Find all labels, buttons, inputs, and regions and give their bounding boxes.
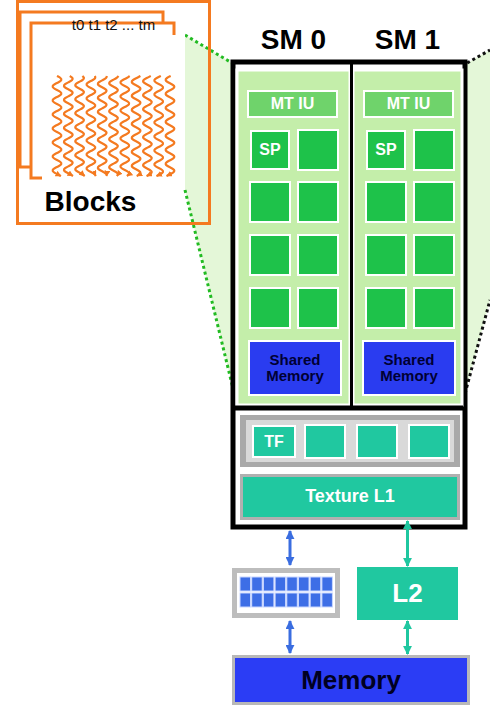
texture-filter-square <box>357 425 397 458</box>
zoom-line <box>185 35 237 66</box>
thread-arrow <box>87 76 96 176</box>
box-label: SP <box>259 141 280 159</box>
texture-cache-box: Texture L1 <box>240 474 460 520</box>
framebuffer-box <box>232 568 340 618</box>
box-label: MT IU <box>271 95 315 113</box>
core-squares <box>250 130 454 328</box>
grid-cell <box>287 593 298 607</box>
core-square <box>414 182 454 222</box>
connector-arrow <box>406 621 409 654</box>
box-label: MT IU <box>387 95 431 113</box>
heading-label: Blocks <box>0 187 202 218</box>
core-square <box>298 130 338 170</box>
framebuffer-inner <box>237 573 335 613</box>
thread-arrow <box>98 76 107 176</box>
core-square <box>250 235 290 275</box>
grid-cell <box>252 593 263 607</box>
sp-core: SP <box>366 130 406 170</box>
sp-core: SP <box>250 130 290 170</box>
thread-block: t0 t1 t2 ... tmBlocks <box>16 0 211 225</box>
texture-unit-bar-inner <box>246 420 454 462</box>
box-label: Memory <box>301 666 401 695</box>
thread-arrow <box>143 76 152 176</box>
bus-arrow <box>289 621 292 653</box>
connector-arrow <box>406 521 409 566</box>
grid-cell <box>287 577 298 591</box>
grid-cell <box>310 593 321 607</box>
shared-memory-box: Shared Memory <box>362 340 456 396</box>
block-frame-fill <box>42 35 185 190</box>
texture-filter-box: TF <box>252 425 296 458</box>
grid-cell <box>299 577 310 591</box>
memory-box: Memory <box>232 655 470 705</box>
core-square <box>414 130 454 170</box>
box-label: Shared Memory <box>364 352 454 385</box>
grid-cell <box>275 593 286 607</box>
box-label: L2 <box>392 579 422 608</box>
texture-filter-square <box>409 425 449 458</box>
l2-cache-box: L2 <box>357 567 458 620</box>
core-square <box>298 288 338 328</box>
texture-filter-square <box>305 425 345 458</box>
grid-cell <box>310 577 321 591</box>
core-square <box>414 235 454 275</box>
chip-divider <box>235 406 463 411</box>
thread-arrow <box>132 76 141 176</box>
core-square <box>298 235 338 275</box>
streaming-multiprocessor: SM 1MT IUSPShared Memory <box>353 75 462 405</box>
core-square <box>366 288 406 328</box>
core-square <box>414 288 454 328</box>
mt-iu-box: MT IU <box>247 90 338 118</box>
bus-arrow <box>289 531 292 565</box>
zoom-region <box>185 35 237 405</box>
box-label: t0 t1 t2 ... tm <box>72 17 155 34</box>
thread-arrows <box>53 76 175 176</box>
core-square <box>250 288 290 328</box>
sm-divider <box>350 64 353 407</box>
chip-outline <box>233 62 465 527</box>
heading-label: SM 1 <box>313 25 490 56</box>
sm-panel <box>353 70 462 405</box>
box-label: Shared Memory <box>250 352 340 385</box>
grid-cell <box>263 577 274 591</box>
heading-label: SM 0 <box>197 25 390 56</box>
texture-unit-bar <box>240 415 460 467</box>
sm-panel <box>237 70 350 405</box>
grid-cell <box>299 593 310 607</box>
core-square <box>366 182 406 222</box>
core-square <box>366 235 406 275</box>
grid-cell <box>263 593 274 607</box>
grid-cell <box>322 577 333 591</box>
framebuffer-grid <box>240 577 332 607</box>
shared-memory-box: Shared Memory <box>248 340 342 396</box>
box-label: TF <box>264 433 284 451</box>
streaming-multiprocessor: SM 0MT IUSPShared Memory <box>237 75 350 405</box>
grid-cell <box>252 577 263 591</box>
grid-cell <box>240 577 251 591</box>
thread-arrow <box>109 76 118 176</box>
thread-arrow <box>53 76 62 176</box>
box-label: Texture L1 <box>305 487 395 507</box>
mt-iu-box: MT IU <box>363 90 454 118</box>
thread-arrow <box>120 76 129 176</box>
grid-cell <box>275 577 286 591</box>
core-square <box>250 182 290 222</box>
thread-arrow <box>64 76 73 176</box>
grid-cell <box>240 593 251 607</box>
thread-arrow <box>75 76 84 176</box>
core-square <box>298 182 338 222</box>
thread-arrow <box>166 76 175 176</box>
box-label: SP <box>375 141 396 159</box>
grid-cell <box>322 593 333 607</box>
thread-arrow <box>154 76 163 176</box>
